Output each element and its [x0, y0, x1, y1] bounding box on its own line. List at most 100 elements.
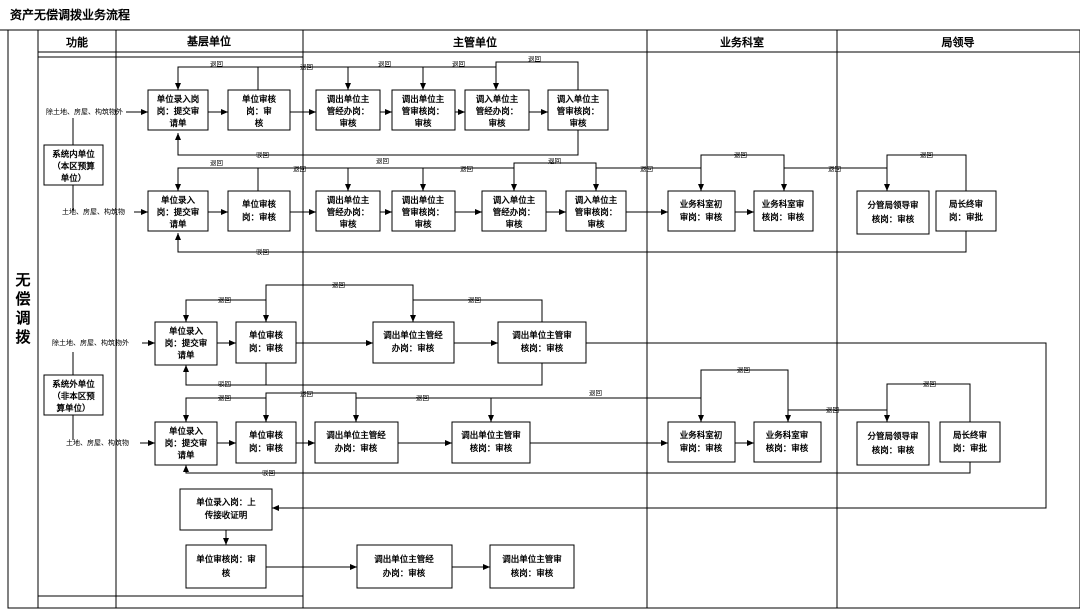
svg-text:调入单位主: 调入单位主: [575, 195, 618, 206]
svg-text:分管局领导审: 分管局领导审: [867, 200, 918, 211]
svg-text:退回: 退回: [828, 164, 841, 173]
side-label: 无 偿 调 拨: [14, 271, 31, 346]
r6-box-out-reviewer: 调出单位主管审 核岗：审核: [489, 544, 575, 589]
svg-text:岗：审核: 岗：审核: [242, 212, 277, 223]
header-dept: 业务科室: [720, 35, 764, 49]
r2-box-dept-initial: 业务科室初 审岗：审核: [667, 190, 736, 232]
svg-text:退回: 退回: [920, 150, 933, 159]
svg-text:退回: 退回: [300, 389, 313, 398]
svg-text:退回: 退回: [734, 150, 747, 159]
svg-text:退回: 退回: [332, 280, 345, 289]
svg-text:局长终审: 局长终审: [948, 199, 983, 210]
svg-text:办岗：审核: 办岗：审核: [383, 568, 426, 579]
svg-text:退回: 退回: [640, 164, 653, 173]
r2-box-dept-review: 业务科室审 核岗：审核: [753, 190, 814, 232]
svg-text:退回: 退回: [460, 164, 473, 173]
svg-text:管经办岗：: 管经办岗：: [493, 207, 536, 218]
svg-text:请单: 请单: [177, 450, 195, 461]
r4-box-unit-review: 单位审核 岗：审核: [235, 421, 297, 464]
svg-text:核岗：审核: 核岗：审核: [766, 443, 809, 454]
svg-text:调出单位主: 调出单位主: [327, 94, 370, 105]
header-base: 基层单位: [186, 34, 231, 48]
r4-loops: [183, 369, 971, 474]
svg-text:单位审核: 单位审核: [242, 199, 277, 210]
svg-text:岗：审批: 岗：审批: [949, 212, 984, 223]
svg-text:传接收证明: 传接收证明: [204, 510, 248, 521]
svg-text:业务科室审: 业务科室审: [762, 199, 805, 210]
svg-text:调: 调: [15, 309, 30, 327]
svg-text:退回: 退回: [923, 379, 936, 388]
r4-box-out-handler: 调出单位主管经 办岗：审核: [314, 421, 399, 464]
svg-text:退回: 退回: [218, 393, 231, 402]
svg-text:核岗：审核: 核岗：审核: [511, 568, 554, 579]
r2-box-in-handler: 调入单位主 管经办岗： 审核: [481, 190, 547, 232]
r1-box-in-reviewer: 调入单位主 管审核岗： 审核: [547, 89, 609, 131]
row-label-1: 除土地、房屋、构筑物外: [46, 107, 123, 116]
svg-text:系统内单位: 系统内单位: [52, 149, 95, 160]
svg-text:审核: 审核: [505, 219, 523, 230]
svg-text:退回: 退回: [416, 393, 429, 402]
svg-text:岗：提交审: 岗：提交审: [165, 438, 208, 449]
svg-text:办岗：审核: 办岗：审核: [335, 443, 378, 454]
svg-text:单位录入: 单位录入: [169, 426, 204, 437]
r5-box-upload-receipt: 单位录入岗：上 传接收证明: [179, 488, 273, 531]
svg-text:核岗：审核: 核岗：审核: [762, 212, 805, 223]
svg-text:调出单位主: 调出单位主: [402, 195, 445, 206]
svg-text:退回: 退回: [218, 295, 231, 304]
svg-text:调出单位主管经: 调出单位主管经: [383, 330, 443, 341]
svg-text:审岗：审核: 审岗：审核: [680, 443, 723, 454]
svg-text:驳回: 驳回: [256, 151, 269, 159]
r2-box-deputy-director: 分管局领导审 核岗：审核: [856, 190, 930, 235]
svg-text:单位）: 单位）: [61, 173, 87, 184]
svg-text:单位审核: 单位审核: [249, 430, 284, 441]
svg-text:请单: 请单: [169, 219, 187, 230]
svg-text:岗：审核: 岗：审核: [249, 343, 284, 354]
r3-loops: [183, 284, 1047, 511]
r4-box-dept-review: 业务科室审 核岗：审核: [753, 421, 822, 463]
svg-text:审核: 审核: [569, 118, 587, 129]
r4-box-director: 局长终审 岗：审批: [939, 421, 1001, 463]
svg-text:退回: 退回: [826, 405, 839, 414]
svg-text:岗：提交审: 岗：提交审: [157, 207, 200, 218]
svg-text:审核: 审核: [339, 219, 357, 230]
r2-loops: [175, 154, 967, 253]
svg-text:岗：提交审: 岗：提交审: [165, 338, 208, 349]
group-in-system: 系统内单位 （本区预算 单位）: [43, 144, 104, 186]
svg-text:退回: 退回: [376, 156, 389, 165]
svg-text:单位录入岗：上: 单位录入岗：上: [196, 497, 256, 508]
svg-text:驳回: 驳回: [218, 380, 231, 388]
svg-text:调出单位主管审: 调出单位主管审: [512, 330, 572, 341]
svg-text:驳回: 驳回: [256, 248, 269, 256]
svg-text:审核: 审核: [339, 118, 357, 129]
svg-text:（本区预算: （本区预算: [52, 161, 95, 172]
svg-text:岗：审批: 岗：审批: [953, 443, 988, 454]
page-title: 资产无偿调拨业务流程: [10, 7, 130, 22]
r3-box-out-reviewer: 调出单位主管审 核岗：审核: [497, 321, 587, 364]
svg-text:局长终审: 局长终审: [952, 430, 987, 441]
svg-text:退回: 退回: [548, 156, 561, 165]
svg-text:岗：审核: 岗：审核: [249, 443, 284, 454]
svg-text:拨: 拨: [15, 328, 31, 346]
svg-text:业务科室审: 业务科室审: [766, 430, 809, 441]
r3-box-unit-review: 单位审核 岗：审核: [235, 321, 297, 364]
svg-text:岗：审: 岗：审: [246, 106, 272, 117]
svg-text:单位审核岗：审: 单位审核岗：审: [196, 554, 256, 565]
svg-text:退回: 退回: [589, 388, 602, 397]
r1-box-out-reviewer: 调出单位主 管审核岗： 审核: [391, 89, 456, 131]
svg-text:退回: 退回: [452, 59, 465, 68]
svg-text:退回: 退回: [528, 54, 541, 63]
svg-text:核岗：审核: 核岗：审核: [470, 443, 513, 454]
svg-text:偿: 偿: [15, 290, 30, 308]
header-func: 功能: [66, 35, 88, 49]
r1-box-out-handler: 调出单位主 管经办岗： 审核: [315, 89, 381, 131]
svg-text:调出单位主管经: 调出单位主管经: [374, 554, 434, 565]
r2-box-unit-review: 单位审核 岗：审核: [227, 190, 291, 232]
svg-text:调出单位主管经: 调出单位主管经: [326, 430, 386, 441]
r2-box-out-reviewer: 调出单位主 管审核岗： 审核: [391, 190, 456, 232]
svg-text:核: 核: [222, 568, 231, 579]
r4-box-entry: 单位录入 岗：提交审 请单: [154, 421, 218, 466]
svg-text:调入单位主: 调入单位主: [476, 94, 519, 105]
svg-text:核岗：审核: 核岗：审核: [872, 214, 915, 225]
svg-text:核岗：审核: 核岗：审核: [872, 445, 915, 456]
